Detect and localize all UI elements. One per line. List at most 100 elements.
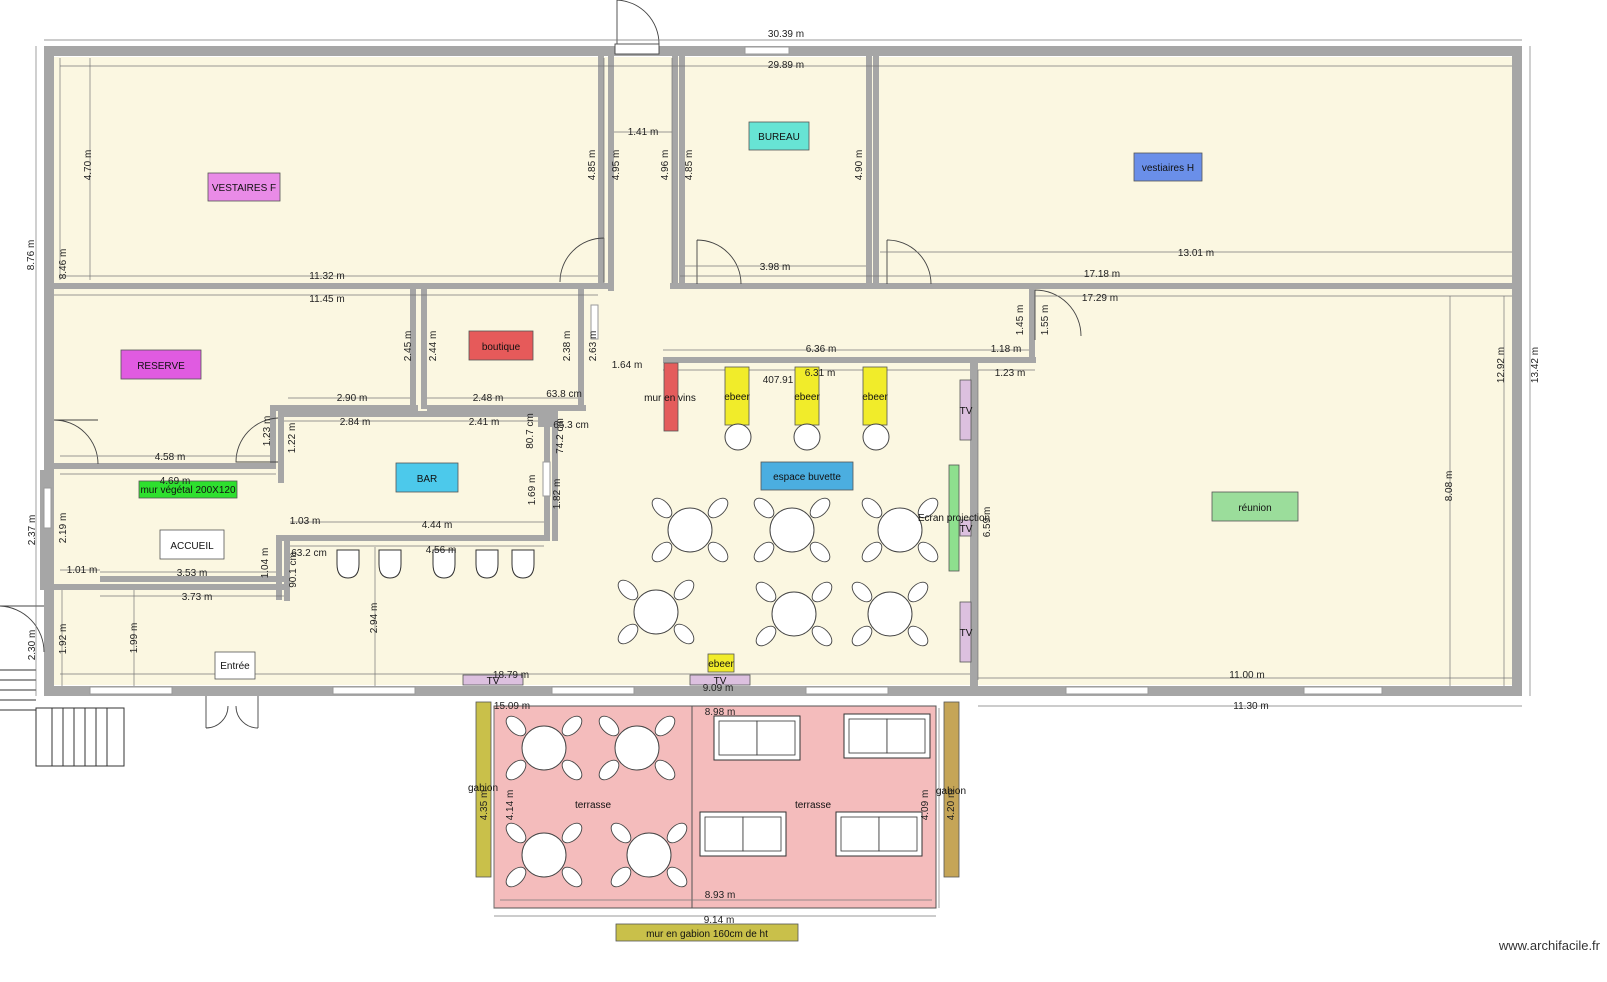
dim-label: 4.56 m	[426, 545, 457, 556]
dim-label: 1.64 m	[612, 360, 643, 371]
room-label-reserve: RESERVE	[137, 361, 185, 372]
dim-label: 9.09 m	[703, 683, 734, 694]
label-ebeer-1: ebeer	[724, 392, 750, 403]
dim-label: 3.53 m	[177, 568, 208, 579]
label-box-vestiaires-f	[207, 172, 281, 202]
dim-label: 90.1 cm	[288, 552, 299, 588]
label-box-reserve	[120, 349, 202, 380]
dim-label: 9.14 m	[704, 915, 735, 926]
dim-label: 65.3 cm	[553, 420, 589, 431]
dim-label: 8.98 m	[705, 707, 736, 718]
dim-label: 18.79 m	[493, 670, 529, 681]
dim-label: 1.82 m	[552, 479, 563, 510]
dim-label: 1.01 m	[67, 565, 98, 576]
wine-wall	[663, 362, 679, 432]
dim-label: 1.04 m	[260, 548, 271, 579]
dim-label: 2.45 m	[403, 331, 414, 362]
label-tv-5: TV	[714, 676, 727, 687]
watermark: www.archifacile.fr	[1498, 938, 1601, 953]
label-box-vestiaires-h	[1133, 152, 1203, 182]
label-ebeer-4: ebeer	[708, 659, 734, 670]
dim-label: 4.96 m	[660, 150, 671, 181]
dim-label: 17.29 m	[1082, 293, 1118, 304]
dim-label: 8.08 m	[1444, 471, 1455, 502]
dim-label: 11.30 m	[1233, 701, 1268, 712]
ebeer-taps	[707, 366, 890, 673]
label-terrasse-right: terrasse	[795, 800, 832, 811]
dim-label: 4.70 m	[83, 150, 94, 181]
dim-label: 4.20 m	[946, 790, 957, 821]
label-mur-vegetal: mur végétal 200X120	[140, 485, 236, 496]
dim-label: 80.7 cm	[525, 413, 536, 449]
dim-label: 1.18 m	[991, 344, 1022, 355]
dim-label: 8.93 m	[705, 890, 736, 901]
label-mur-vins: mur en vins	[644, 393, 696, 404]
dim-label: 4.44 m	[422, 520, 453, 531]
dim-label: 30.39 m	[768, 29, 804, 40]
dim-label: 63.8 cm	[546, 389, 582, 400]
label-tv-3: TV	[960, 524, 973, 535]
room-label-bar: BAR	[417, 474, 438, 485]
label-mur-gabion: mur en gabion 160cm de ht	[646, 929, 768, 940]
dim-label: 407.91	[763, 375, 794, 386]
dim-label: 11.00 m	[1229, 670, 1264, 681]
stairs	[0, 669, 125, 767]
label-ebeer-3: ebeer	[862, 392, 888, 403]
room-label-reunion: réunion	[1238, 503, 1271, 514]
dim-label: 13.42 m	[1530, 347, 1541, 383]
label-tv-1: TV	[960, 406, 973, 417]
room-label-vestiaires-h: vestiaires H	[1142, 163, 1194, 174]
dim-label: 4.90 m	[854, 150, 865, 181]
floor-main	[54, 57, 1512, 685]
dim-label: 4.14 m	[505, 790, 516, 821]
dim-label: 1.99 m	[129, 623, 140, 654]
dim-label: 1.22 m	[287, 423, 298, 454]
windows	[43, 46, 1383, 695]
label-box-bar	[395, 462, 459, 493]
room-label-boutique: boutique	[482, 342, 521, 353]
dim-label: 2.48 m	[473, 393, 504, 404]
dim-label: 2.63 m	[588, 331, 599, 362]
dim-label: 11.45 m	[309, 294, 344, 305]
dim-label: 1.23 m	[995, 368, 1026, 379]
dim-label: 63.2 cm	[291, 548, 327, 559]
dim-label: 4.85 m	[684, 150, 695, 181]
label-box-accueil	[159, 529, 225, 560]
dim-label: 29.89 m	[768, 60, 804, 71]
dim-label: 3.73 m	[182, 592, 213, 603]
label-tv-2: TV	[960, 628, 973, 639]
label-gabion-right: gabion	[936, 786, 966, 797]
tv-units	[462, 379, 972, 686]
dim-label: 11.32 m	[309, 271, 344, 282]
dim-label: 1.41 m	[628, 127, 659, 138]
dim-label: 8.76 m	[26, 240, 37, 271]
label-ecran: Ecran projection	[918, 513, 990, 524]
room-label-bureau: BUREAU	[758, 132, 800, 143]
dim-label: 6.31 m	[805, 368, 836, 379]
label-gabion-left: gabion	[468, 783, 498, 794]
dim-label: 8.46 m	[58, 249, 69, 280]
dim-label: 4.58 m	[155, 452, 186, 463]
dim-label: 1.23 m	[262, 416, 273, 447]
label-terrasse-left: terrasse	[575, 800, 612, 811]
dim-label: 6.59 m	[982, 507, 993, 538]
label-box-bureau	[748, 121, 810, 151]
dim-label: 17.18 m	[1084, 269, 1120, 280]
dim-label: 13.01 m	[1178, 248, 1214, 259]
label-box-mur-vegetal	[138, 480, 238, 499]
room-label-espace-buvette: espace buvette	[773, 472, 841, 483]
gabions	[475, 701, 960, 942]
dim-label: 2.30 m	[27, 630, 38, 661]
dim-label: 6.36 m	[806, 344, 837, 355]
label-ebeer-2: ebeer	[794, 392, 820, 403]
label-box-reunion	[1211, 491, 1299, 522]
label-box-boutique	[468, 330, 534, 361]
projection-screen	[948, 464, 960, 572]
dim-label: 2.44 m	[428, 331, 439, 362]
dimension-labels-horizontal: 30.39 m 29.89 m 1.41 m 11.32 m 3.98 m 13…	[67, 29, 1269, 926]
dim-label: 1.92 m	[58, 624, 69, 655]
dim-label: 15.09 m	[494, 701, 530, 712]
dim-label: 4.95 m	[611, 150, 622, 181]
room-label-entree: Entrée	[220, 661, 250, 672]
